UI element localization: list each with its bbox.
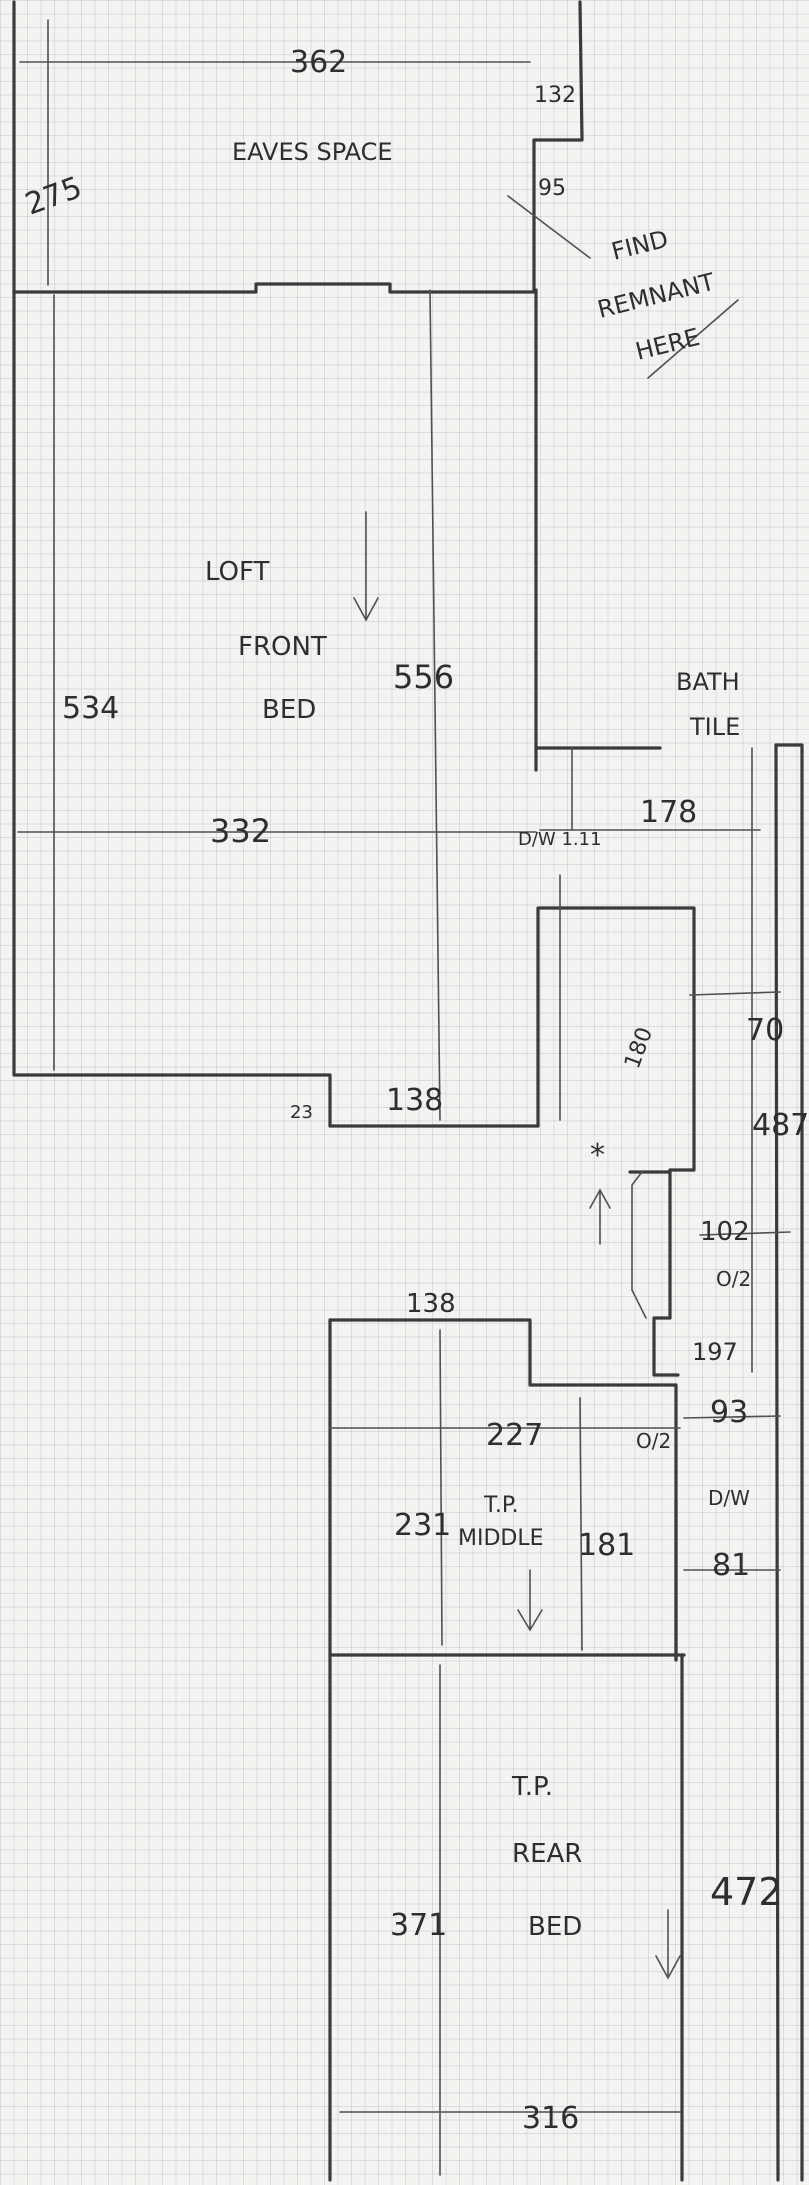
dim-138-loft: 138 (386, 1083, 443, 1118)
dim-93: 93 (710, 1395, 748, 1430)
loft-label-2: FRONT (238, 632, 327, 662)
dim-231: 231 (394, 1508, 451, 1543)
dim-316: 316 (522, 2101, 579, 2136)
opening-1: O/2 (716, 1267, 751, 1291)
dim-138-middle: 138 (406, 1289, 456, 1319)
dim-81: 81 (712, 1548, 750, 1583)
star-mark: * (590, 1138, 605, 1173)
dim-181: 181 (578, 1528, 635, 1563)
dim-95: 95 (538, 176, 566, 201)
middle-label-2: MIDDLE (458, 1526, 544, 1551)
rear-label-3: BED (528, 1912, 582, 1942)
bath-label-2: TILE (689, 713, 740, 741)
eaves-loft-divider (12, 282, 538, 294)
dim-362: 362 (290, 45, 347, 80)
stair-outline (631, 1171, 647, 1319)
rear-label-1: T.P. (511, 1772, 553, 1802)
rear-arrow (655, 1909, 681, 1980)
dim-487: 487 (752, 1108, 809, 1143)
dimension-labels: 362 132 275 95 534 556 332 178 D/W 1.11 … (21, 45, 809, 2136)
note-line-2: REMNANT (595, 268, 718, 324)
loft-label-3: BED (262, 695, 316, 725)
hall-block (538, 906, 696, 1172)
dw-mark: D/W (708, 1486, 750, 1510)
dim-180: 180 (620, 1024, 658, 1072)
dim-275: 275 (21, 170, 87, 222)
right-outer-wall (774, 743, 804, 2182)
room-labels: EAVES SPACE LOFT FRONT BED BATH TILE T.P… (205, 138, 740, 1942)
loft-arrow (353, 511, 379, 622)
dim-70: 70 (746, 1013, 784, 1048)
eaves-label: EAVES SPACE (232, 138, 393, 166)
note-line-3: HERE (633, 323, 703, 366)
rear-label-2: REAR (512, 1839, 582, 1869)
opening-2: O/2 (636, 1429, 671, 1453)
dim-556: 556 (393, 658, 454, 696)
dimension-lines (17, 19, 791, 2176)
dim-23: 23 (290, 1102, 313, 1123)
stair-block (628, 1170, 680, 1377)
dim-178: 178 (640, 795, 697, 830)
direction-arrows (353, 511, 681, 1980)
loft-outer-wall (12, 0, 540, 1128)
dim-371: 371 (390, 1908, 447, 1943)
dim-102: 102 (700, 1217, 750, 1247)
dim-534: 534 (62, 691, 119, 726)
middle-bedroom-wall (328, 1318, 678, 1662)
walls (12, 0, 804, 2182)
loft-label-1: LOFT (205, 557, 270, 587)
middle-label-1: T.P. (483, 1493, 519, 1518)
stair-arrow (589, 1188, 611, 1245)
right-inner-wall (774, 743, 780, 2182)
middle-arrow (517, 1569, 543, 1632)
remnant-note: FIND REMNANT HERE (595, 225, 718, 366)
dim-dw-111: D/W 1.11 (518, 829, 602, 850)
dim-132: 132 (534, 83, 576, 108)
dim-472: 472 (710, 1870, 783, 1914)
note-line-1: FIND (609, 225, 671, 266)
bath-label-1: BATH (676, 668, 740, 696)
dim-197: 197 (692, 1338, 738, 1366)
dim-227: 227 (486, 1418, 543, 1453)
dim-332: 332 (210, 812, 271, 850)
